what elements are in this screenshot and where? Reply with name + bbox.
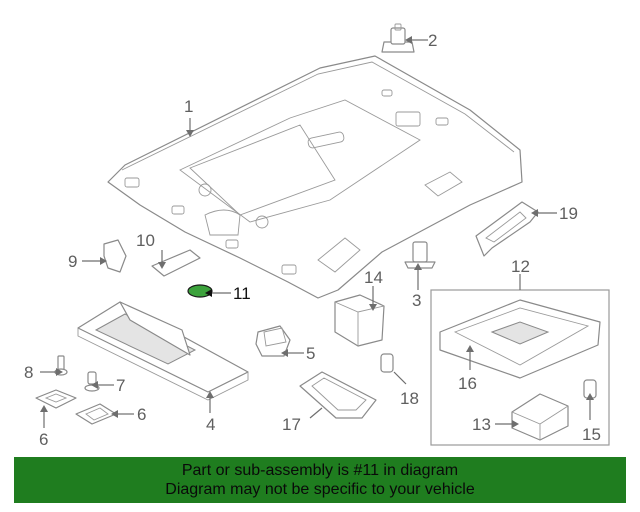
banner-line-1: Part or sub-assembly is #11 in diagram — [181, 462, 459, 479]
callout-12: 12 — [511, 257, 530, 276]
callout-9: 9 — [68, 252, 77, 271]
arrowheads — [40, 36, 594, 428]
part-5-bracket — [255, 325, 291, 357]
callout-18: 18 — [400, 389, 419, 408]
callout-16: 16 — [458, 374, 477, 393]
info-banner: Part or sub-assembly is #11 in diagram D… — [14, 457, 626, 503]
callout-13: 13 — [472, 415, 491, 434]
callout-6b: 6 — [137, 405, 146, 424]
banner-line-2: Diagram may not be specific to your vehi… — [165, 481, 475, 498]
callout-15: 15 — [582, 425, 601, 444]
part-1-headliner — [107, 55, 523, 299]
part-9-bracket — [103, 239, 127, 273]
part-3-clip — [404, 241, 436, 269]
callout-10: 10 — [136, 231, 155, 250]
callout-14: 14 — [364, 268, 383, 287]
part-11-highlighted — [187, 284, 213, 298]
part-18-bulb — [380, 353, 394, 373]
callout-7: 7 — [116, 376, 125, 395]
callout-2: 2 — [428, 31, 437, 50]
callout-11: 11 — [233, 284, 251, 303]
part-17-bezel — [299, 371, 377, 419]
callout-17: 17 — [282, 415, 301, 434]
callout-labels: 1 2 3 4 5 6 6 7 8 9 10 11 12 13 14 15 16… — [24, 31, 601, 449]
parts-diagram: 1 2 3 4 5 6 6 7 8 9 10 11 12 13 14 15 16… — [24, 23, 610, 449]
callout-1: 1 — [184, 97, 193, 116]
callout-5: 5 — [306, 344, 315, 363]
callout-4: 4 — [206, 415, 215, 434]
leader-lines — [40, 39, 591, 428]
part-14-lamp — [334, 294, 385, 347]
part-2-clip — [381, 23, 415, 53]
part-13-module — [511, 393, 569, 441]
part-6-clip-a — [35, 389, 77, 409]
callout-6a: 6 — [39, 430, 48, 449]
part-16-console-frame — [439, 299, 601, 379]
part-4-sun-visor — [77, 301, 249, 401]
callout-3: 3 — [412, 291, 421, 310]
part-6-clip-b — [75, 403, 117, 425]
part-19-handle — [475, 201, 539, 257]
part-10-cover — [151, 249, 201, 277]
callout-19: 19 — [559, 204, 578, 223]
callout-8: 8 — [24, 363, 33, 382]
